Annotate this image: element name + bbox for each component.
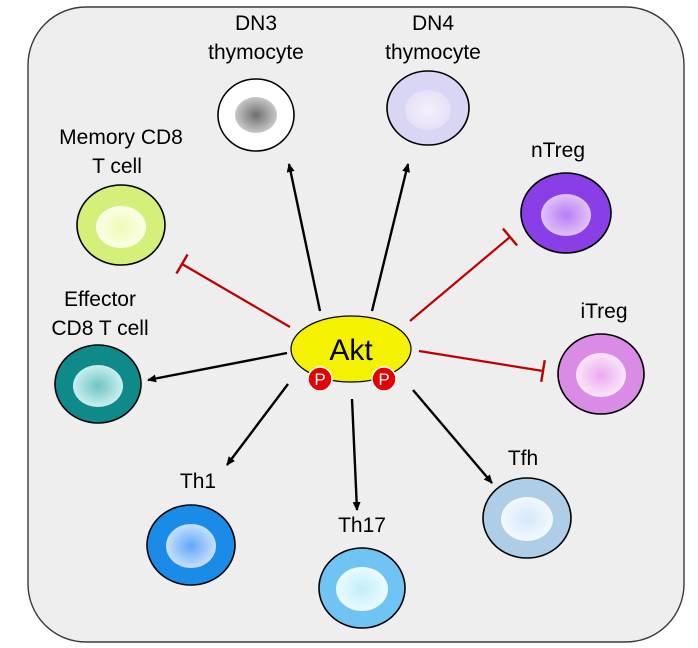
connectors <box>147 163 546 511</box>
cell-effector-cd8: Effector CD8 T cell <box>51 288 149 424</box>
akt-node: Akt P P <box>290 315 412 392</box>
cell-memory-cd8-label-line1: Memory CD8 <box>59 126 183 149</box>
cell-th1: Th1 <box>146 470 236 586</box>
connector-memory-cd8 <box>181 263 291 328</box>
cell-tfh-label: Tfh <box>508 447 538 470</box>
cell-dn3-label-line1: DN3 <box>235 12 277 35</box>
cell-tfh-nucleus <box>501 497 553 541</box>
cell-ntreg-nucleus <box>541 194 591 236</box>
connector-effector-cd8 <box>147 351 288 383</box>
connector-th1 <box>226 383 289 466</box>
cell-dn3-label-line2: thymocyte <box>208 41 304 64</box>
inhibition-bar-memory-cd8 <box>175 253 189 275</box>
cell-th1-nucleus <box>166 524 216 568</box>
cell-ntreg-label: nTreg <box>531 139 585 162</box>
cell-dn4: DN4 thymocyte <box>385 12 481 146</box>
connector-dn3 <box>286 163 322 312</box>
cell-dn4-label-line1: DN4 <box>412 12 454 35</box>
connector-th17 <box>350 398 361 511</box>
cell-tfh: Tfh <box>482 447 572 559</box>
cell-itreg-nucleus <box>576 353 626 397</box>
phospho-badge-right-label: P <box>378 370 389 389</box>
inhibition-bar-ntreg <box>502 227 518 247</box>
cell-dn3-nucleus <box>235 97 277 133</box>
cell-effector-cd8-label-line1: Effector <box>64 288 136 311</box>
cell-itreg-label: iTreg <box>580 300 627 323</box>
cell-ntreg: nTreg <box>520 139 612 254</box>
connector-tfh <box>412 389 493 484</box>
connector-ntreg <box>409 236 511 322</box>
connector-itreg <box>418 349 544 373</box>
akt-label: Akt <box>329 334 373 367</box>
cell-th17-label: Th17 <box>338 514 386 537</box>
inhibition-bar-itreg <box>540 359 546 383</box>
cell-effector-cd8-label-line2: CD8 T cell <box>51 317 148 340</box>
cell-dn4-nucleus <box>405 90 451 130</box>
cell-memory-cd8-label-line2: T cell <box>92 155 142 178</box>
cell-memory-cd8-nucleus <box>96 206 146 248</box>
cell-th17: Th17 <box>318 514 406 629</box>
connector-dn4 <box>370 163 410 312</box>
cells: DN3 thymocyte DN4 thymocyte Memory CD8 T… <box>51 12 645 629</box>
cell-dn4-label-line2: thymocyte <box>385 41 481 64</box>
phospho-badge-left <box>307 366 333 392</box>
cell-effector-cd8-nucleus <box>73 365 123 407</box>
akt-ellipse <box>290 315 412 383</box>
cell-th1-label: Th1 <box>180 470 216 493</box>
cell-itreg: iTreg <box>557 300 645 415</box>
phospho-badge-left-label: P <box>314 370 325 389</box>
cell-dn3: DN3 thymocyte <box>208 12 304 152</box>
cell-memory-cd8: Memory CD8 T cell <box>59 126 183 266</box>
phospho-badge-right <box>371 366 397 392</box>
cell-th17-nucleus <box>336 567 388 611</box>
